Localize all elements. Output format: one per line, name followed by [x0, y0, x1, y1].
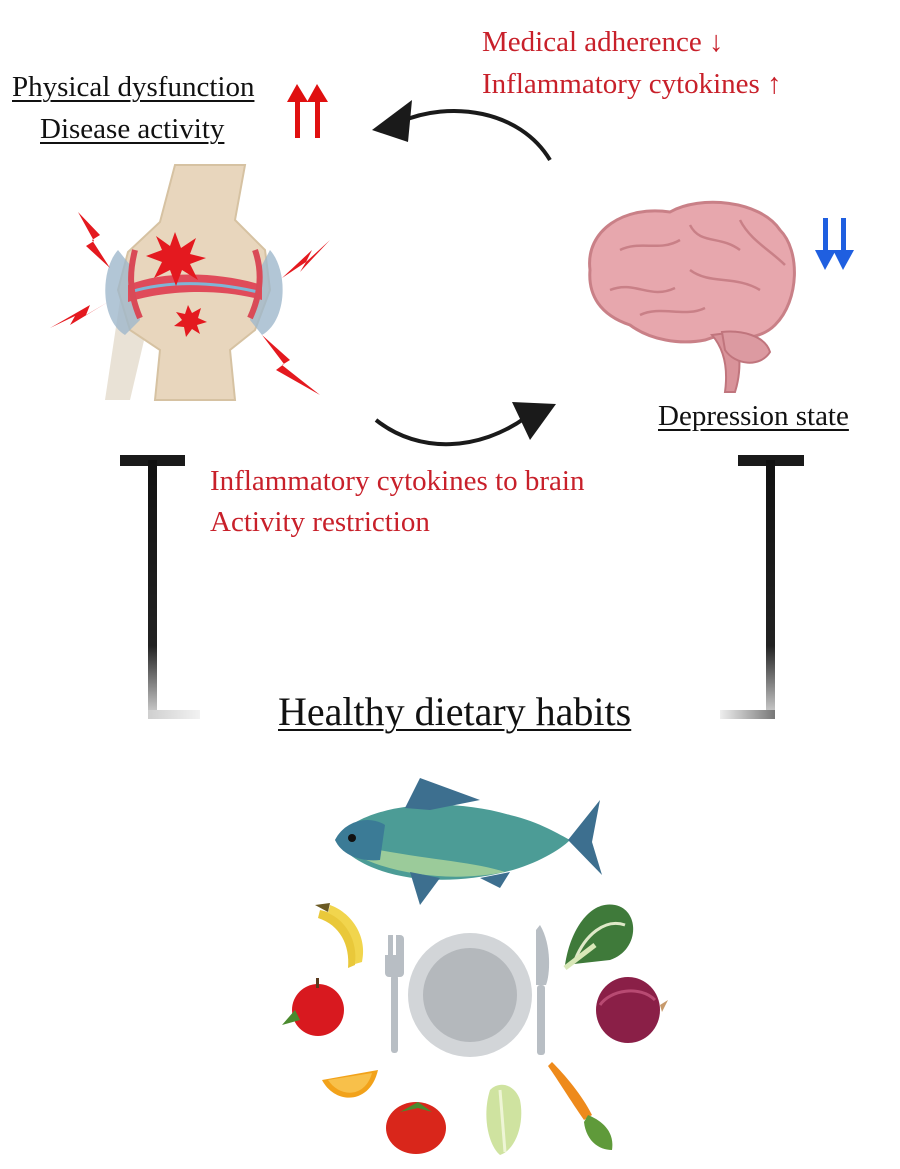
pain-bolt-icon: [282, 240, 330, 278]
fork-icon: [385, 935, 404, 1053]
apple-icon: [282, 978, 344, 1036]
carrot-icon: [548, 1062, 613, 1150]
effect-medical-adherence: Medical adherence ↓: [482, 26, 724, 58]
joint-label-disease-activity: Disease activity: [40, 113, 225, 145]
plate-icon: [408, 933, 532, 1057]
down-double-arrow-icon: [815, 218, 854, 270]
arrow-brain-to-joint: [372, 100, 552, 162]
pain-bolt-icon: [50, 302, 108, 328]
effect-cytokines-to-brain: Inflammatory cytokines to brain: [210, 465, 585, 497]
leafy-greens-icon: [563, 904, 634, 970]
inhibition-bar-right: [720, 455, 804, 719]
pain-bolt-icon: [262, 335, 320, 395]
orange-slice-icon: [322, 1070, 378, 1098]
joint-label-physical-dysfunction: Physical dysfunction: [12, 71, 255, 103]
pain-bolt-icon: [78, 212, 110, 268]
banana-icon: [315, 903, 364, 968]
brain-label-depression-state: Depression state: [658, 400, 849, 432]
onion-icon: [596, 977, 668, 1043]
up-double-arrow-icon: [287, 84, 328, 138]
diet-title: Healthy dietary habits: [278, 689, 632, 734]
inflamed-joint-illustration: [50, 164, 330, 401]
knife-icon: [536, 925, 550, 1055]
inhibition-bar-left: [120, 455, 200, 719]
effect-activity-restriction: Activity restriction: [210, 506, 430, 538]
fish-illustration: [335, 778, 602, 905]
arrow-joint-to-brain: [374, 402, 556, 447]
tomato-icon: [386, 1102, 446, 1154]
cabbage-icon: [486, 1084, 522, 1155]
brain-illustration: [588, 200, 796, 393]
effect-inflammatory-cytokines: Inflammatory cytokines ↑: [482, 68, 782, 100]
